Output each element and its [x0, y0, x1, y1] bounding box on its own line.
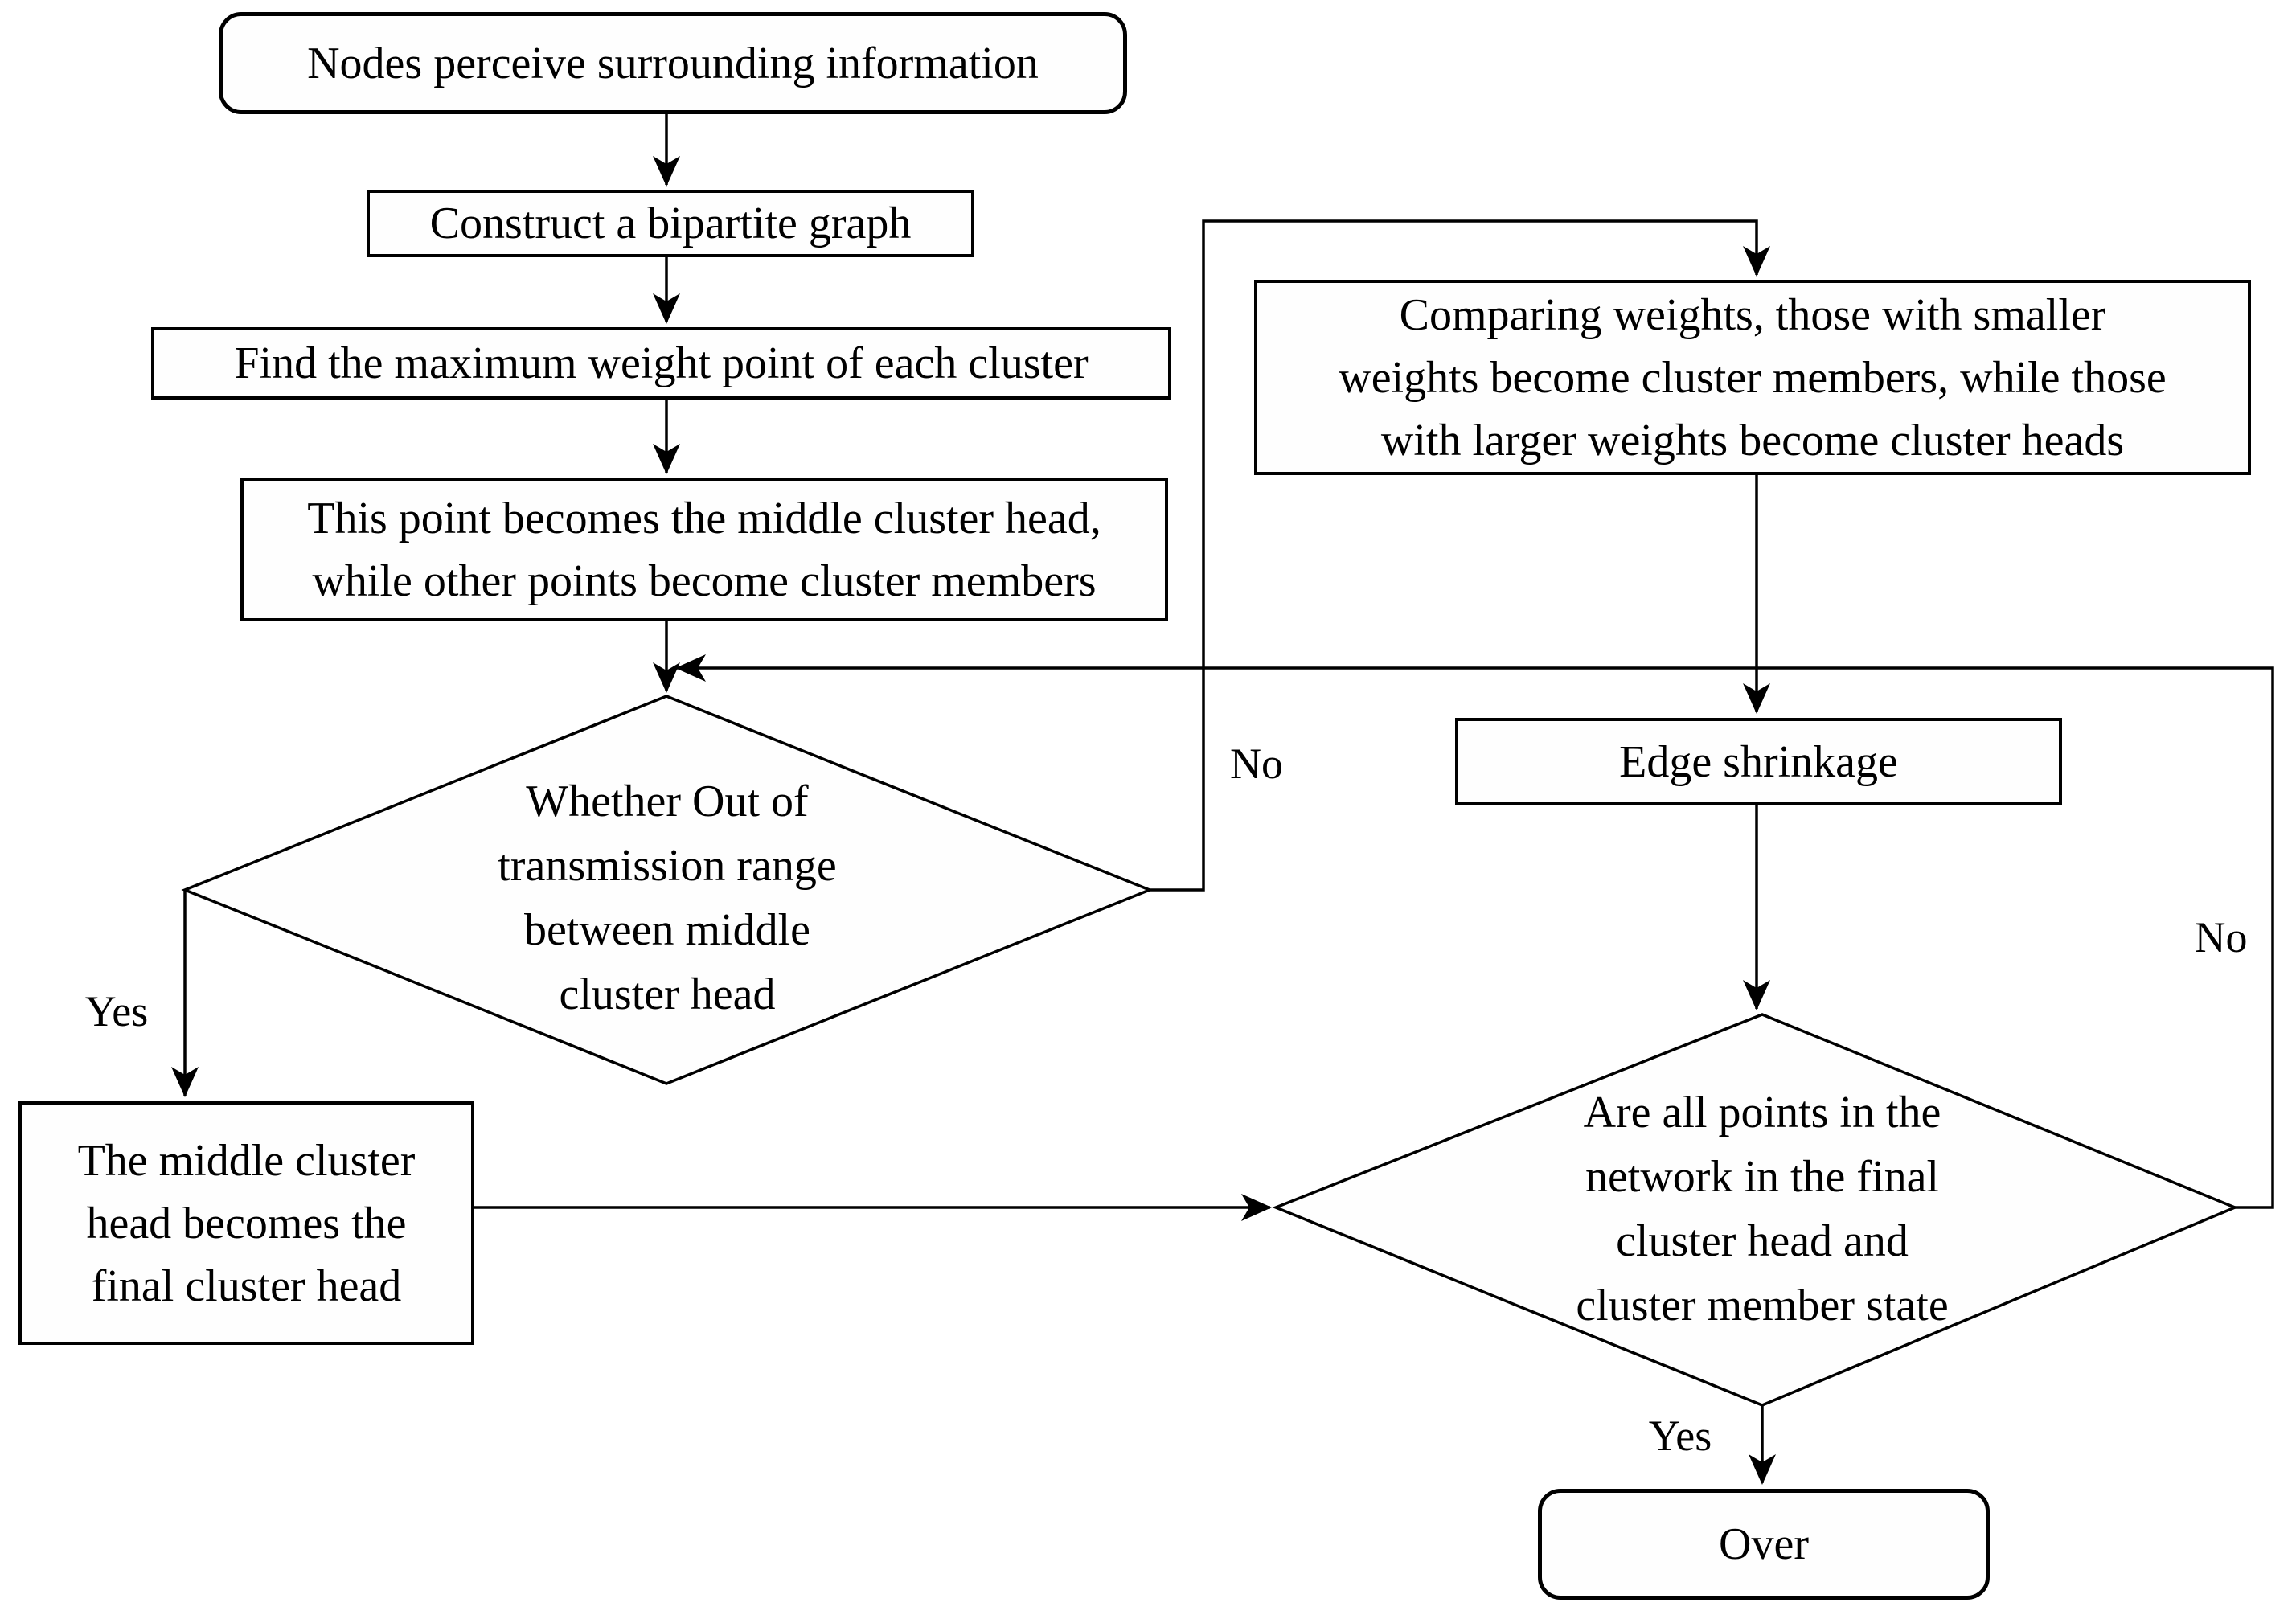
- middle-cluster-head-node: This point becomes the middle cluster he…: [240, 478, 1168, 621]
- all-points-yes-label: Yes: [1648, 1412, 1712, 1460]
- final-cluster-head-node: The middle cluster head becomes the fina…: [18, 1101, 474, 1345]
- find-max-weight-node: Find the maximum weight point of each cl…: [151, 327, 1171, 400]
- edge-decision1-no-to-comparing: [1150, 219, 1770, 892]
- transmission-range-decision-diamond: [181, 695, 1154, 1085]
- all-points-decision-diamond: [1272, 1013, 2239, 1407]
- all-points-no-label: No: [2194, 913, 2248, 961]
- edge-decision2-no-loopback: [675, 654, 2274, 1209]
- start-node: Nodes perceive surrounding information: [219, 12, 1127, 114]
- construct-graph-node: Construct a bipartite graph: [367, 190, 974, 257]
- over-node: Over: [1538, 1489, 1990, 1600]
- transmission-no-label: No: [1230, 740, 1283, 788]
- edge-shrinkage-node: Edge shrinkage: [1455, 718, 2062, 805]
- transmission-yes-label: Yes: [84, 987, 149, 1035]
- comparing-weights-node: Comparing weights, those with smaller we…: [1254, 280, 2251, 475]
